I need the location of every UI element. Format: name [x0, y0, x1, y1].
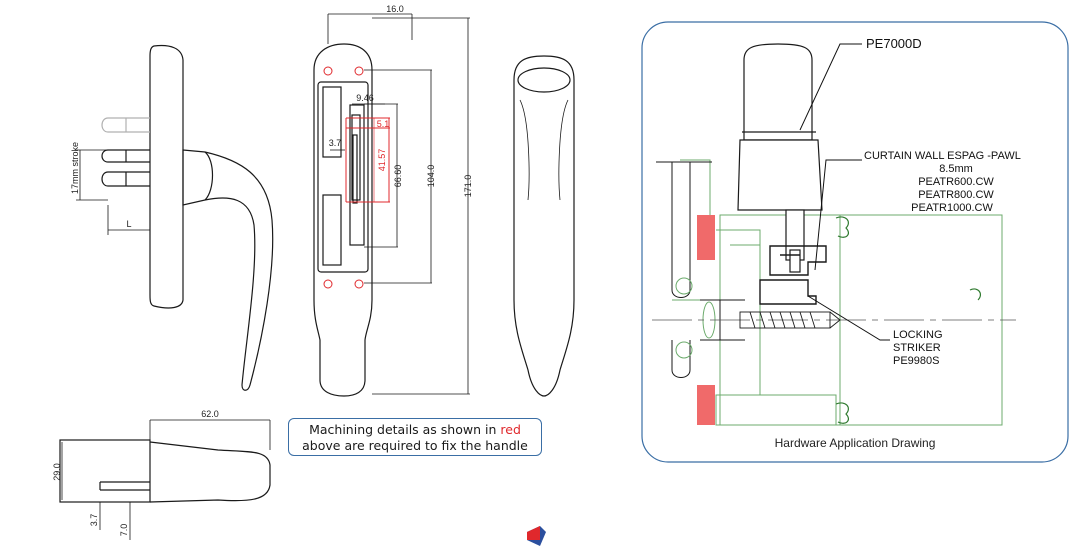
pawl-code-3: PEATR1000.CW: [911, 202, 993, 214]
note-line1-text: Machining details as shown in: [309, 422, 497, 437]
l-label: L: [126, 219, 131, 229]
striker-line-2: STRIKER: [893, 342, 941, 354]
curtain-wall-section: [652, 43, 1016, 426]
handle-front-view: [313, 13, 470, 397]
application-caption: Hardware Application Drawing: [774, 436, 936, 450]
dim-3-7: 3.7: [329, 138, 342, 148]
dim-3-7-bottom: 3.7: [89, 514, 99, 527]
dim-171: 171.0: [463, 175, 473, 198]
application-panel: [641, 21, 1069, 463]
dim-9-46: 9.46: [356, 93, 374, 103]
pawl-size: 8.5mm: [939, 163, 973, 175]
product-label: PE7000D: [866, 36, 922, 51]
machining-note: Machining details as shown in red above …: [288, 418, 542, 456]
pawl-code-1: PEATR600.CW: [918, 176, 994, 188]
note-red-word: red: [500, 422, 521, 437]
handle-profile-view: [513, 55, 575, 397]
handle-bottom-view: [59, 419, 271, 540]
pawl-code-2: PEATR800.CW: [918, 189, 994, 201]
dim-5-1: 5.1: [377, 119, 390, 129]
dim-66-60: 66.60: [393, 165, 403, 188]
seal-bottom: [697, 385, 715, 425]
dim-16: 16.0: [386, 4, 404, 14]
callout-leaders: [799, 43, 890, 341]
dim-29: 29.0: [52, 463, 62, 481]
seal-top: [697, 215, 715, 260]
dim-7: 7.0: [119, 524, 129, 537]
brand-logo-icon: [527, 526, 546, 546]
stroke-label: 17mm stroke: [70, 142, 80, 194]
striker-line-1: LOCKING: [893, 329, 943, 341]
dim-41-57: 41.57: [377, 149, 387, 172]
handle-side-view: [76, 44, 274, 391]
dim-104: 104.0: [426, 165, 436, 188]
machining-details: [323, 66, 390, 289]
pawl-title: CURTAIN WALL ESPAG -PAWL: [864, 150, 1021, 162]
striker-line-3: PE9980S: [893, 355, 939, 367]
dim-62: 62.0: [201, 409, 219, 419]
note-line2-text: above are required to fix the handle: [302, 438, 528, 453]
